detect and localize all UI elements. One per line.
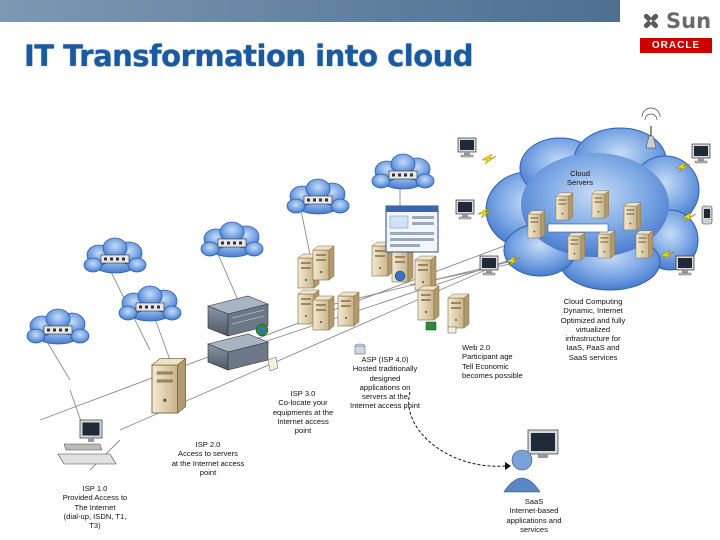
saas-label: SaaS Internet-based applications and ser… (506, 497, 562, 534)
web20-label: Web 2.0 Participant age Tell Economic be… (462, 343, 523, 380)
cloud-computing-label: Cloud Computing Dynamic, Internet Optimi… (560, 297, 626, 362)
cloud-isp-router-4 (201, 222, 263, 257)
cloud-client-devices (455, 107, 713, 276)
web20-servers (371, 241, 470, 334)
sun-logo-icon (643, 13, 659, 29)
oracle-wordmark: ORACLE (640, 38, 712, 53)
cloud-servers (527, 190, 654, 261)
cloud-isp-router-1 (27, 309, 89, 344)
header-bar (0, 0, 620, 22)
saas-arrowhead (505, 462, 511, 470)
isp3-rack-servers (207, 295, 279, 372)
sun-oracle-logo: Sun ORACLE (640, 8, 714, 54)
cloud-isp-router-2 (84, 238, 146, 273)
cloud-isp-router-3 (119, 286, 181, 321)
cloud-servers-label: Cloud Servers (566, 169, 594, 188)
asp-server-cluster (297, 245, 366, 355)
slide-title: IT Transformation into cloud (24, 39, 474, 73)
sun-wordmark: Sun (666, 8, 712, 33)
cloud-isp-router-5 (287, 179, 349, 214)
saas-user-workstation (503, 429, 559, 493)
saas-arrow (408, 391, 506, 467)
isp20-label: ISP 2.0 Access to servers at the Interne… (171, 440, 245, 477)
isp10-label: ISP 1.0 Provided Access to The Internet … (62, 484, 128, 531)
asp-label: ASP (ISP 4.0) Hosted traditionally desig… (349, 355, 421, 411)
lightning-bolt-1 (481, 153, 497, 165)
web-browser-window (385, 205, 439, 253)
cloud-isp-router-6 (372, 154, 434, 189)
isp2-server (151, 357, 187, 414)
isp1-computer (57, 419, 117, 465)
isp30-label: ISP 3.0 Co-locate your equipments at the… (272, 389, 334, 436)
